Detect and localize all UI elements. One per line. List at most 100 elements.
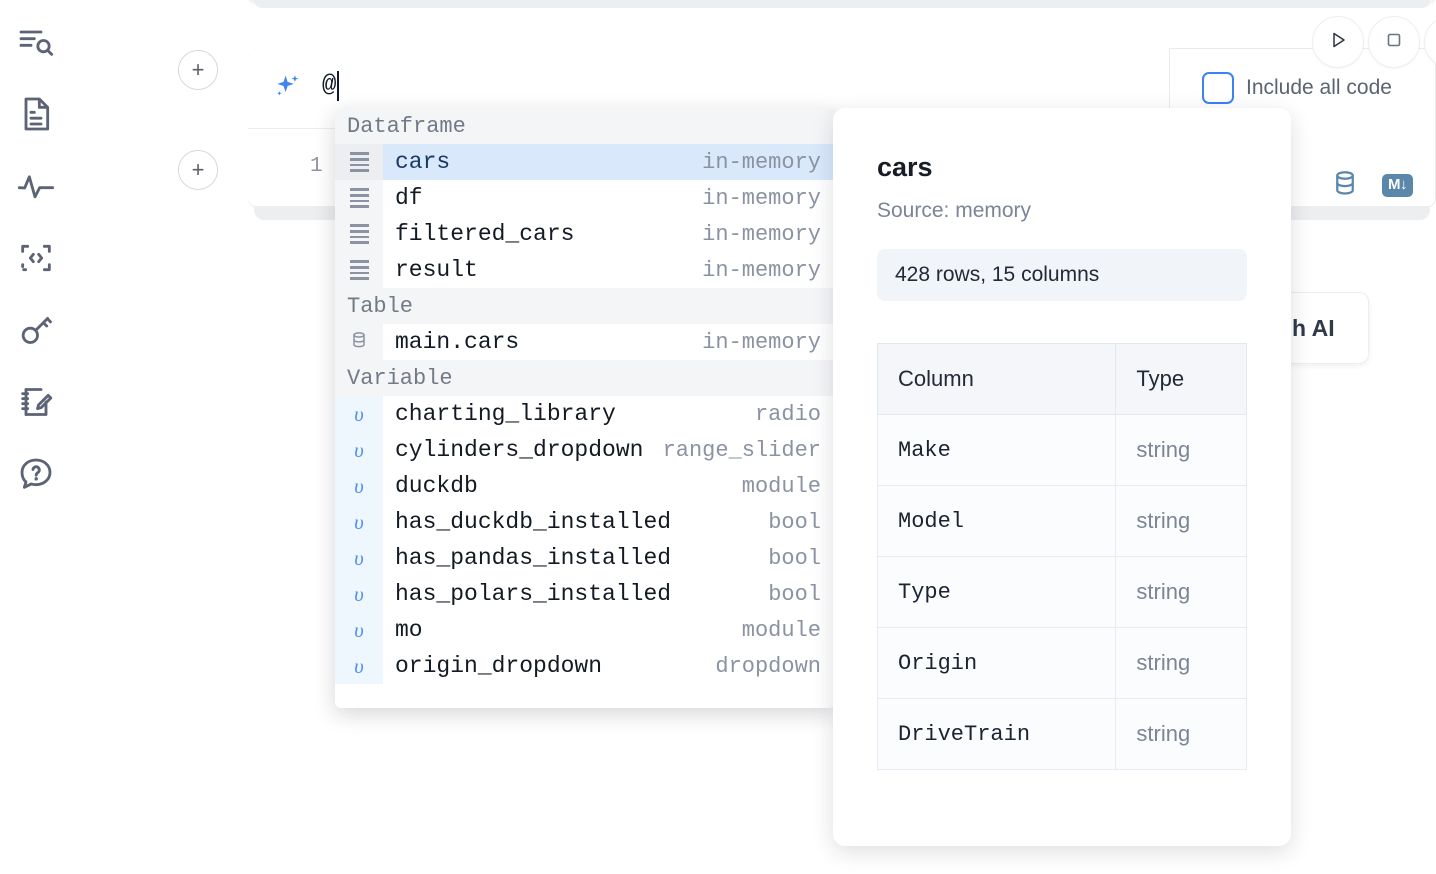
code-snippet-icon xyxy=(16,238,56,278)
autocomplete-item-name: has_pandas_installed xyxy=(395,545,672,571)
autocomplete-item[interactable]: υ mo module xyxy=(335,612,835,648)
autocomplete-item-icon xyxy=(335,252,383,288)
autocomplete-item-type: range_slider xyxy=(662,437,821,463)
key-icon xyxy=(16,310,56,350)
outline-search-icon xyxy=(16,22,56,62)
autocomplete-group-header: Variable xyxy=(335,360,835,396)
autocomplete-group-header: Table xyxy=(335,288,835,324)
table-rows-icon xyxy=(349,260,369,280)
variable-icon: υ xyxy=(354,617,364,642)
stop-button[interactable] xyxy=(1368,16,1420,68)
sidebar-item-activity[interactable] xyxy=(12,160,60,212)
cell-output-icons: M↓ xyxy=(1330,168,1413,203)
table-rows-icon xyxy=(349,224,369,244)
autocomplete-item-name: charting_library xyxy=(395,401,616,427)
sparkle-icon xyxy=(270,71,304,105)
variable-icon: υ xyxy=(354,437,364,462)
autocomplete-item[interactable]: υ has_duckdb_installed bool xyxy=(335,504,835,540)
include-all-code-label: Include all code xyxy=(1246,76,1392,99)
include-all-code-checkbox[interactable] xyxy=(1202,72,1234,104)
autocomplete-item-icon: υ xyxy=(335,648,383,684)
autocomplete-item-type: radio xyxy=(754,401,821,427)
autocomplete-item-type: module xyxy=(741,617,821,643)
sidebar-item-file[interactable] xyxy=(12,88,60,140)
autocomplete-item-name: origin_dropdown xyxy=(395,653,603,679)
activity-pulse-icon xyxy=(16,166,56,206)
plus-icon: + xyxy=(191,57,205,82)
preview-column-name: Type xyxy=(876,556,1117,628)
line-number: 1 xyxy=(310,155,323,178)
autocomplete-group-header: Dataframe xyxy=(335,108,835,144)
database-icon xyxy=(349,330,369,355)
dataset-preview-panel: cars Source: memory 428 rows, 15 columns… xyxy=(833,108,1291,846)
autocomplete-item-icon: υ xyxy=(335,432,383,468)
autocomplete-item[interactable]: υ has_pandas_installed bool xyxy=(335,540,835,576)
autocomplete-item-type: bool xyxy=(768,581,821,607)
autocomplete-item-name: mo xyxy=(395,617,423,643)
preview-source: Source: memory xyxy=(877,199,1032,222)
scratchpad-edit-icon xyxy=(16,382,56,422)
include-all-code-toggle[interactable]: Include all code xyxy=(1202,72,1392,104)
preview-table-header-cell: Column xyxy=(876,343,1117,415)
text-caret xyxy=(337,71,340,101)
autocomplete-item-name: main.cars xyxy=(395,329,520,355)
help-chat-icon xyxy=(16,454,56,494)
preview-column-name: Model xyxy=(876,485,1117,557)
autocomplete-item-name: has_duckdb_installed xyxy=(395,509,672,535)
sidebar-item-help[interactable] xyxy=(12,448,60,500)
autocomplete-item-type: in-memory xyxy=(702,329,821,355)
add-cell-above-button[interactable]: + xyxy=(178,50,218,90)
autocomplete-item-name: filtered_cars xyxy=(395,221,575,247)
autocomplete-item-icon: υ xyxy=(335,396,383,432)
autocomplete-item-icon: υ xyxy=(335,504,383,540)
ai-prompt-input[interactable]: @ xyxy=(322,71,340,101)
autocomplete-item-icon: υ xyxy=(335,540,383,576)
sidebar-item-snippets[interactable] xyxy=(12,232,60,284)
autocomplete-item-icon xyxy=(335,216,383,252)
autocomplete-item-type: bool xyxy=(768,545,821,571)
variable-icon: υ xyxy=(354,401,364,426)
add-cell-below-button[interactable]: + xyxy=(178,150,218,190)
autocomplete-item-type: bool xyxy=(768,509,821,535)
autocomplete-item-icon: υ xyxy=(335,576,383,612)
ai-prompt-value: @ xyxy=(322,72,337,99)
table-rows-icon xyxy=(349,188,369,208)
preview-column-name: Origin xyxy=(876,627,1117,699)
autocomplete-item-name: cars xyxy=(395,149,451,175)
autocomplete-item-type: module xyxy=(741,473,821,499)
file-text-icon xyxy=(16,94,56,134)
sidebar-item-secrets[interactable] xyxy=(12,304,60,356)
run-button[interactable] xyxy=(1312,16,1364,68)
sidebar-item-outline[interactable] xyxy=(12,16,60,68)
autocomplete-item-type: in-memory xyxy=(702,257,821,283)
autocomplete-item[interactable]: υ charting_library radio xyxy=(335,396,835,432)
preview-column-type: string xyxy=(1115,698,1247,770)
database-icon[interactable] xyxy=(1330,168,1360,203)
markdown-badge[interactable]: M↓ xyxy=(1382,174,1413,197)
preview-column-type: string xyxy=(1115,556,1247,628)
generate-with-ai-button[interactable]: h AI xyxy=(1283,292,1369,364)
autocomplete-item[interactable]: υ cylinders_dropdown range_slider xyxy=(335,432,835,468)
autocomplete-item[interactable]: main.cars in-memory xyxy=(335,324,835,360)
preview-column-type: string xyxy=(1115,414,1247,486)
autocomplete-item-icon xyxy=(335,180,383,216)
sidebar-item-scratchpad[interactable] xyxy=(12,376,60,428)
autocomplete-item-icon xyxy=(335,324,383,360)
stop-square-icon xyxy=(1382,28,1406,57)
plus-icon: + xyxy=(191,157,205,182)
autocomplete-item-icon: υ xyxy=(335,468,383,504)
autocomplete-item-name: cylinders_dropdown xyxy=(395,437,644,463)
